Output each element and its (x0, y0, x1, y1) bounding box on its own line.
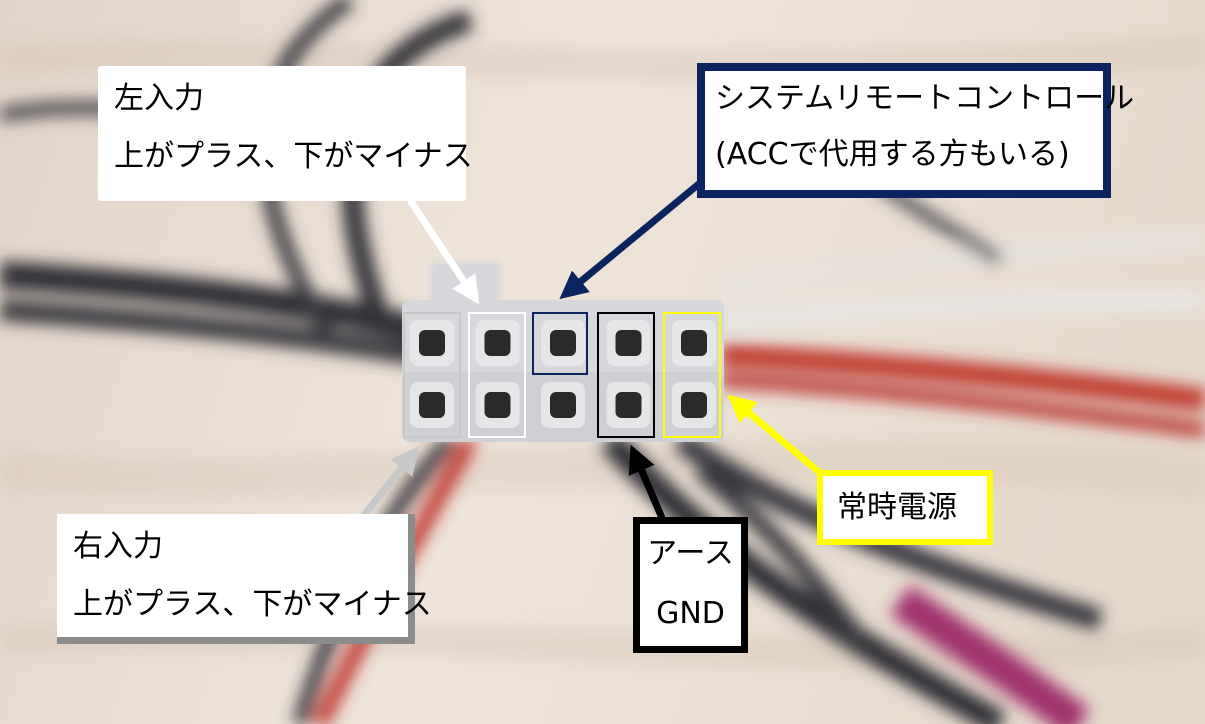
frame-ground (597, 312, 655, 438)
arrow-left-input (407, 198, 480, 305)
constant-power-title: 常時電源 (837, 490, 957, 525)
callout-constant-power: 常時電源 (817, 470, 993, 545)
pin-socket (615, 392, 642, 418)
pin-socket (681, 330, 707, 356)
callout-left-input: 左入力 上がプラス、下がマイナス (98, 66, 473, 201)
callout-system-remote: システムリモートコントロール (ACCで代用する方もいる) (697, 63, 1135, 198)
right-input-title: 右入力 (73, 529, 163, 564)
frame-left-input (468, 312, 526, 438)
frame-system-remote (532, 312, 588, 375)
left-input-title: 左入力 (114, 81, 204, 116)
callout-ground: アース GND (633, 517, 748, 653)
left-input-desc: 上がプラス、下がマイナス (114, 139, 473, 174)
frame-constant-power (663, 312, 721, 438)
system-remote-title: システムリモートコントロール (715, 81, 1135, 116)
arrow-constant-power (727, 394, 823, 476)
pin-socket (681, 392, 707, 418)
arrow-right-input (357, 446, 419, 523)
pin-socket (550, 392, 576, 418)
callout-right-input: 右入力 上がプラス、下がマイナス (57, 514, 432, 644)
pin-socket (615, 330, 642, 356)
pin-socket (550, 330, 576, 356)
system-remote-desc: (ACCで代用する方もいる) (715, 137, 1070, 172)
arrow-ground (628, 444, 669, 527)
connector (402, 262, 724, 442)
right-input-desc: 上がプラス、下がマイナス (73, 587, 432, 622)
connector-pins (410, 320, 716, 428)
pin-socket (419, 392, 445, 418)
pin-socket (419, 330, 445, 356)
pin-socket (484, 330, 511, 356)
arrow-system-remote (559, 180, 703, 300)
frame-right-input (403, 312, 461, 438)
ground-desc: GND (656, 596, 725, 631)
ground-title: アース (647, 536, 734, 571)
pin-socket (484, 392, 511, 418)
